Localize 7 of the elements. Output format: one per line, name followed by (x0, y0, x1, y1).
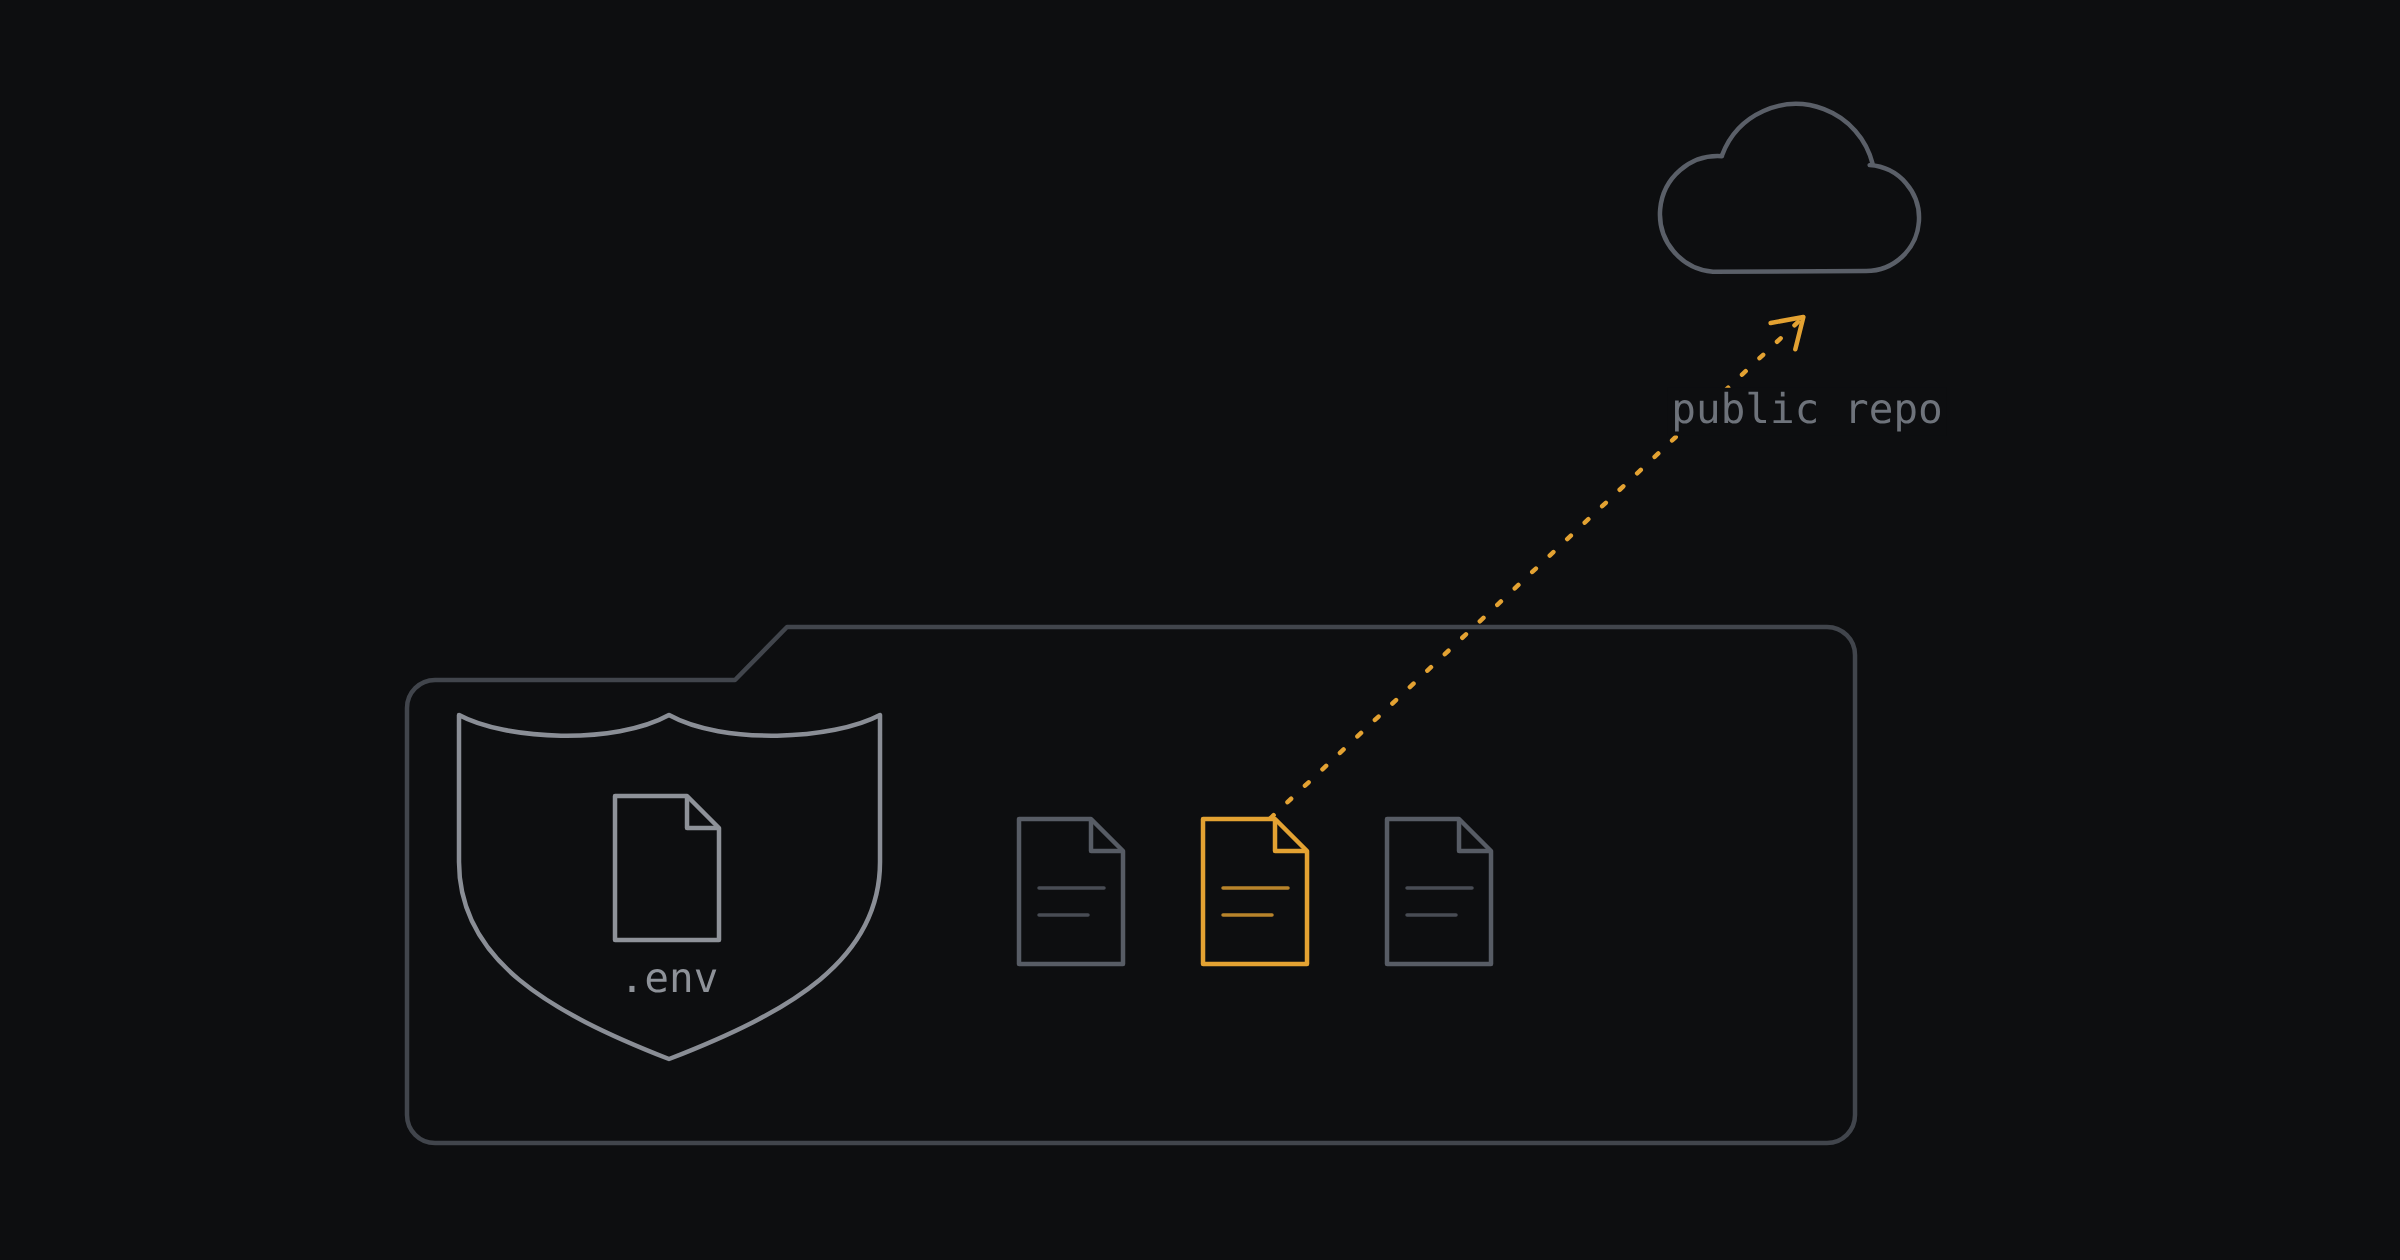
document-icon (1384, 816, 1494, 967)
folder (404, 624, 1858, 1146)
document-icon (1016, 816, 1126, 967)
cloud (1657, 101, 1922, 275)
document-icon (1200, 816, 1310, 967)
node-label: public repo (1667, 387, 1947, 436)
shield: .env (456, 712, 883, 1062)
